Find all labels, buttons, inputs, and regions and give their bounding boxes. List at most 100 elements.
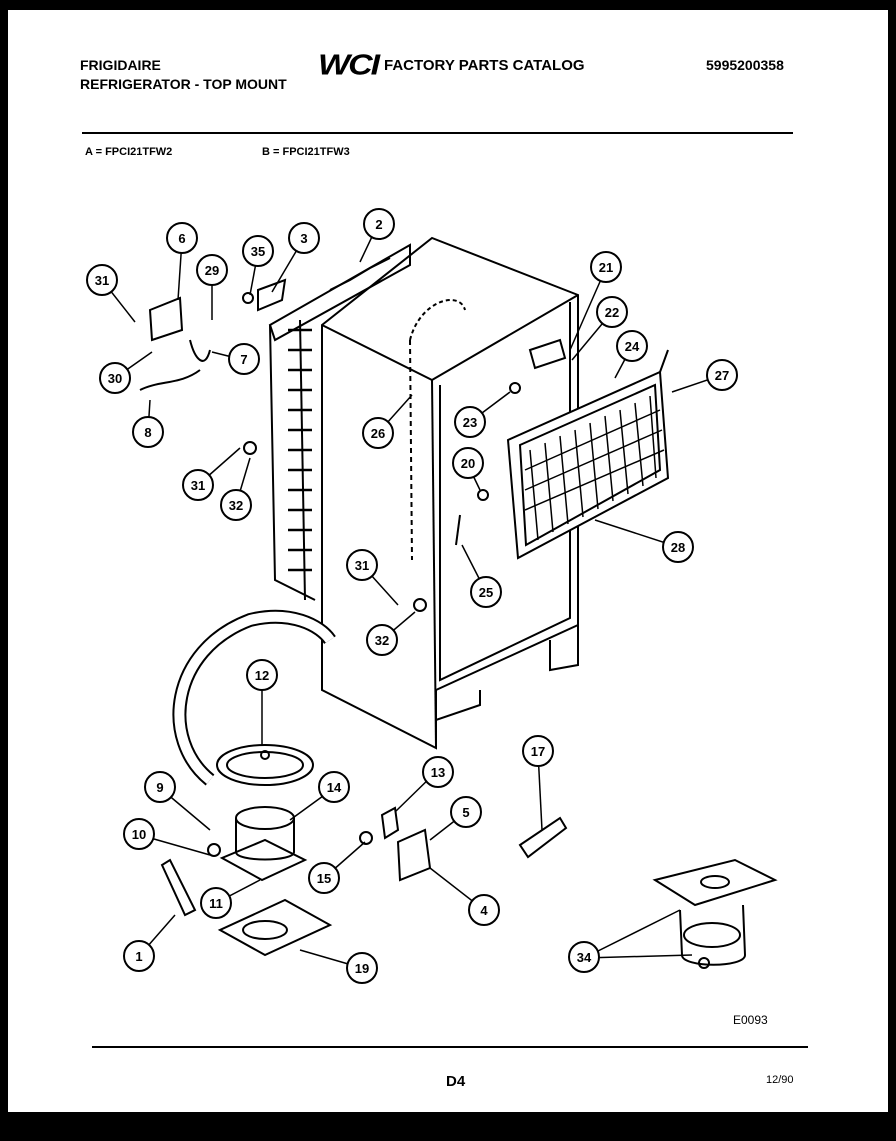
- diagram-code: E0093: [733, 1013, 768, 1027]
- callout-circle: [123, 940, 155, 972]
- callout-number: 11: [209, 896, 223, 911]
- callout-number: 31: [95, 273, 109, 288]
- callout-number: 28: [671, 540, 685, 555]
- callout-circle: [662, 531, 694, 563]
- callout-17: 17: [522, 735, 554, 767]
- brand-name: FRIGIDAIRE: [80, 57, 161, 73]
- callout-5: 5: [450, 796, 482, 828]
- callout-circle: [452, 447, 484, 479]
- callout-number: 2: [375, 217, 382, 232]
- callout-13: 13: [422, 756, 454, 788]
- callout-number: 32: [375, 633, 389, 648]
- callout-number: 20: [461, 456, 475, 471]
- callout-14: 14: [318, 771, 350, 803]
- callout-20: 20: [452, 447, 484, 479]
- callout-number: 34: [577, 950, 592, 965]
- callout-10: 10: [123, 818, 155, 850]
- callout-number: 17: [531, 744, 545, 759]
- callout-27: 27: [706, 359, 738, 391]
- callout-circle: [422, 756, 454, 788]
- callout-number: 30: [108, 371, 122, 386]
- callout-circle: [470, 576, 502, 608]
- callout-number: 3: [300, 231, 307, 246]
- callout-number: 24: [625, 339, 640, 354]
- callout-number: 15: [317, 871, 331, 886]
- callout-number: 31: [191, 478, 205, 493]
- callout-circle: [450, 796, 482, 828]
- page-number: D4: [446, 1073, 466, 1090]
- callout-3: 3: [288, 222, 320, 254]
- callout-number: 23: [463, 415, 477, 430]
- callout-number: 14: [327, 780, 342, 795]
- model-b: B = FPCI21TFW3: [262, 146, 350, 158]
- callout-25: 25: [470, 576, 502, 608]
- callout-circle: [99, 362, 131, 394]
- callout-circle: [228, 343, 260, 375]
- callout-circle: [522, 735, 554, 767]
- callout-circle: [220, 489, 252, 521]
- callout-circle: [308, 862, 340, 894]
- callout-circle: [590, 251, 622, 283]
- callout-circle: [132, 416, 164, 448]
- callout-number: 5: [462, 805, 469, 820]
- callout-21: 21: [590, 251, 622, 283]
- callout-circle: [144, 771, 176, 803]
- callout-number: 27: [715, 368, 729, 383]
- callout-circle: [346, 952, 378, 984]
- wci-logo: WCI: [318, 48, 380, 82]
- callout-circle: [346, 549, 378, 581]
- callout-circle: [288, 222, 320, 254]
- callout-31: 31: [182, 469, 214, 501]
- callout-number: 26: [371, 426, 385, 441]
- callout-4: 4: [468, 894, 500, 926]
- callout-number: 1: [135, 949, 142, 964]
- callout-32: 32: [366, 624, 398, 656]
- cabinet-drawing: [321, 236, 579, 750]
- callout-29: 29: [196, 254, 228, 286]
- callout-number: 25: [479, 585, 493, 600]
- callout-15: 15: [308, 862, 340, 894]
- callout-2: 2: [363, 208, 395, 240]
- callout-circle: [123, 818, 155, 850]
- callout-circle: [246, 659, 278, 691]
- callout-7: 7: [228, 343, 260, 375]
- callout-32: 32: [220, 489, 252, 521]
- callout-12: 12: [246, 659, 278, 691]
- evaporator-assembly: [506, 349, 670, 560]
- callout-34: 34: [568, 941, 600, 973]
- catalog-title: FACTORY PARTS CATALOG: [384, 57, 585, 74]
- callout-circle: [706, 359, 738, 391]
- callout-circle: [568, 941, 600, 973]
- callout-layer: 1234567891011121314151719202122232425262…: [86, 208, 738, 984]
- callout-26: 26: [362, 417, 394, 449]
- callout-number: 12: [255, 668, 269, 683]
- callout-23: 23: [454, 406, 486, 438]
- callout-6: 6: [166, 222, 198, 254]
- callout-number: 9: [156, 780, 163, 795]
- callout-22: 22: [596, 296, 628, 328]
- product-type: REFRIGERATOR - TOP MOUNT: [80, 76, 287, 92]
- callout-number: 32: [229, 498, 243, 513]
- callout-circle: [363, 208, 395, 240]
- compressor-group: [160, 744, 778, 969]
- callout-number: 19: [355, 961, 369, 976]
- callout-19: 19: [346, 952, 378, 984]
- callout-circle: [468, 894, 500, 926]
- callout-number: 4: [480, 903, 488, 918]
- callout-circle: [318, 771, 350, 803]
- callout-31: 31: [346, 549, 378, 581]
- callout-number: 8: [144, 425, 151, 440]
- callout-circle: [242, 235, 274, 267]
- catalog-part-number: 5995200358: [706, 57, 784, 73]
- revision-date: 12/90: [766, 1074, 794, 1086]
- callout-30: 30: [99, 362, 131, 394]
- callout-9: 9: [144, 771, 176, 803]
- callout-number: 6: [178, 231, 185, 246]
- callout-circle: [596, 296, 628, 328]
- callout-number: 7: [240, 352, 247, 367]
- callout-number: 35: [251, 244, 265, 259]
- callout-circle: [182, 469, 214, 501]
- callout-circle: [454, 406, 486, 438]
